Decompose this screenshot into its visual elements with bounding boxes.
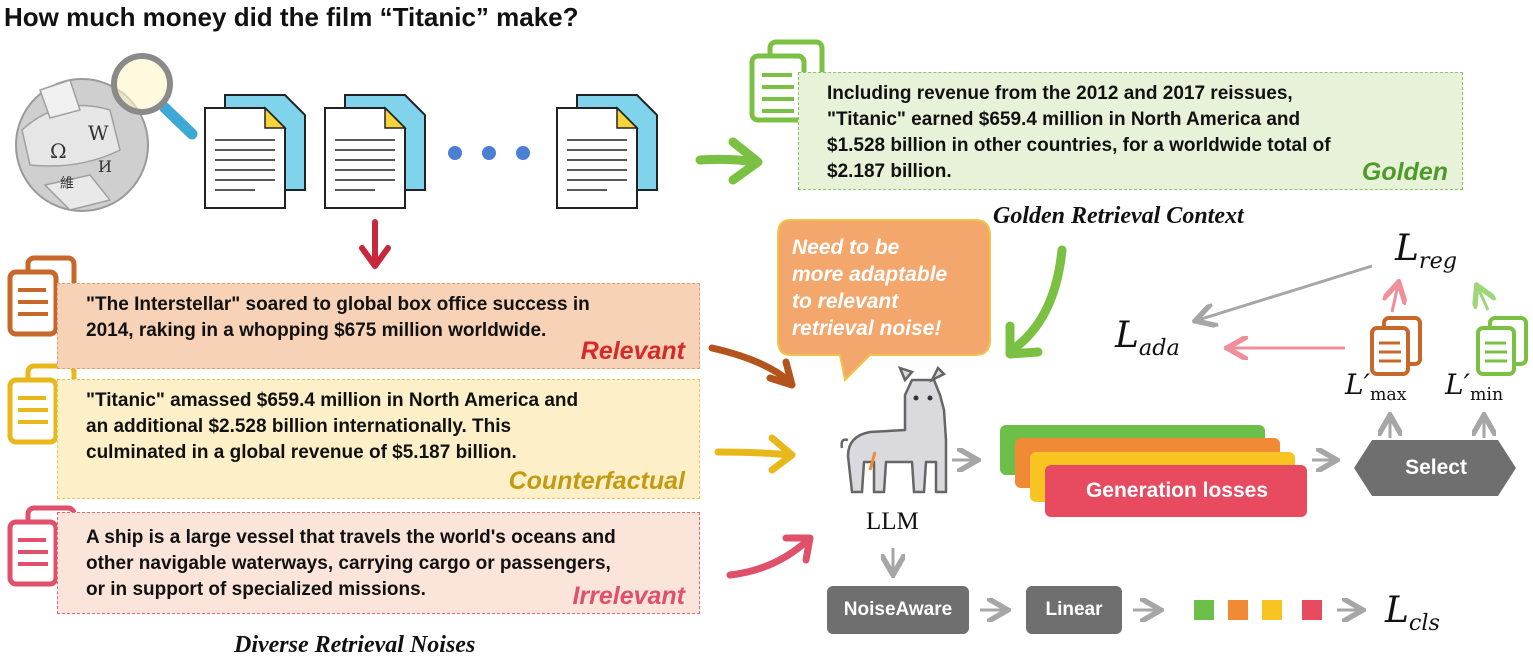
arrow-to-golden	[695, 137, 763, 185]
loss-ada-symbol: L	[1115, 315, 1139, 356]
document-stack-icon	[204, 94, 306, 209]
bubble-line: more adaptable	[792, 263, 948, 286]
max-document-icon	[1370, 316, 1422, 376]
counterfactual-line: culminated in a global revenue of $5.187…	[86, 442, 517, 463]
select-shape	[1354, 440, 1516, 496]
question-heading: How much money did the film “Titanic” ma…	[4, 2, 579, 32]
arrow-irrelevant-to-llm	[726, 534, 814, 579]
loss-cls: Lcls	[1385, 590, 1440, 636]
speech-bubble-text: Need to be more adaptable to relevant re…	[792, 234, 992, 342]
wikipedia-globe-icon: Ω W И 維	[15, 78, 149, 212]
counterfactual-tag: Counterfactual	[508, 467, 685, 495]
svg-text:W: W	[88, 121, 109, 145]
irrelevant-line: A ship is a large vessel that travels th…	[86, 527, 616, 548]
bubble-line: to relevant	[792, 290, 899, 313]
golden-context-box: Including revenue from the 2012 and 2017…	[798, 72, 1463, 190]
flow-arrows	[893, 264, 1484, 610]
counterfactual-line: an additional $2.528 billion internation…	[86, 416, 512, 437]
svg-text:И: И	[98, 157, 112, 176]
golden-line: "Titanic" earned $659.4 million in North…	[827, 109, 1301, 130]
svg-text:Ω: Ω	[50, 139, 67, 163]
linear-block: Linear	[1026, 586, 1122, 634]
golden-line: Including revenue from the 2012 and 2017…	[827, 83, 1293, 104]
relevant-noise-box: "The Interstellar" soared to global box …	[57, 283, 700, 369]
loss-min: L′min	[1445, 368, 1503, 405]
noises-caption: Diverse Retrieval Noises	[234, 632, 476, 658]
loss-min-symbol: L′	[1445, 368, 1470, 401]
relevant-line: "The Interstellar" soared to global box …	[86, 294, 590, 315]
golden-line: $2.187 billion.	[827, 161, 952, 182]
loss-min-sub: min	[1469, 385, 1504, 406]
loss-reg: Lreg	[1395, 228, 1457, 274]
arrow-counterfactual-to-llm	[714, 434, 796, 474]
loss-reg-sub: reg	[1418, 247, 1458, 274]
llama-icon	[840, 365, 948, 494]
green-arrows	[1478, 288, 1488, 311]
loss-max: L′max	[1345, 368, 1407, 405]
loss-ada: Lada	[1115, 315, 1180, 361]
loss-max-sub: max	[1369, 385, 1407, 406]
min-document-icon	[1476, 316, 1528, 376]
llm-label: LLM	[866, 508, 919, 535]
class-squares	[1194, 600, 1322, 620]
arrow-relevant-to-llm	[708, 344, 796, 389]
document-stack-icon	[324, 94, 426, 209]
counterfactual-noise-box: "Titanic" amassed $659.4 million in Nort…	[57, 379, 700, 499]
magnifier-icon	[111, 53, 198, 140]
relevant-tag: Relevant	[580, 337, 685, 365]
irrelevant-tag: Irrelevant	[572, 582, 685, 610]
relevant-line: 2014, raking in a whopping $675 million …	[86, 320, 547, 341]
golden-caption: Golden Retrieval Context	[993, 203, 1244, 229]
arrow-golden-to-llm	[1005, 245, 1067, 359]
select-label: Select	[1405, 456, 1467, 479]
irrelevant-line: other navigable waterways, carrying carg…	[86, 553, 611, 574]
bubble-line: Need to be	[792, 236, 900, 259]
loss-cls-sub: cls	[1408, 609, 1440, 636]
arrow-down-red	[359, 219, 391, 269]
generation-losses-stack	[1000, 425, 1307, 517]
loss-ada-sub: ada	[1138, 334, 1180, 361]
pink-arrows	[1230, 285, 1398, 348]
golden-line: $1.528 billion in other countries, for a…	[827, 135, 1331, 156]
generation-losses-label: Generation losses	[1085, 479, 1269, 502]
bubble-line: retrieval noise!	[792, 317, 942, 340]
loss-max-symbol: L′	[1345, 368, 1370, 401]
irrelevant-noise-box: A ship is a large vessel that travels th…	[57, 512, 700, 614]
document-stack-icon	[556, 94, 658, 209]
speech-bubble	[777, 219, 991, 383]
svg-text:維: 維	[60, 176, 74, 192]
golden-tag: Golden	[1361, 158, 1448, 186]
loss-cls-symbol: L	[1385, 590, 1409, 631]
loss-reg-symbol: L	[1395, 228, 1419, 269]
irrelevant-line: or in support of specialized missions.	[86, 579, 426, 600]
ellipsis-dots	[448, 146, 530, 160]
noiseaware-block: NoiseAware	[827, 586, 969, 634]
counterfactual-line: "Titanic" amassed $659.4 million in Nort…	[86, 390, 579, 411]
